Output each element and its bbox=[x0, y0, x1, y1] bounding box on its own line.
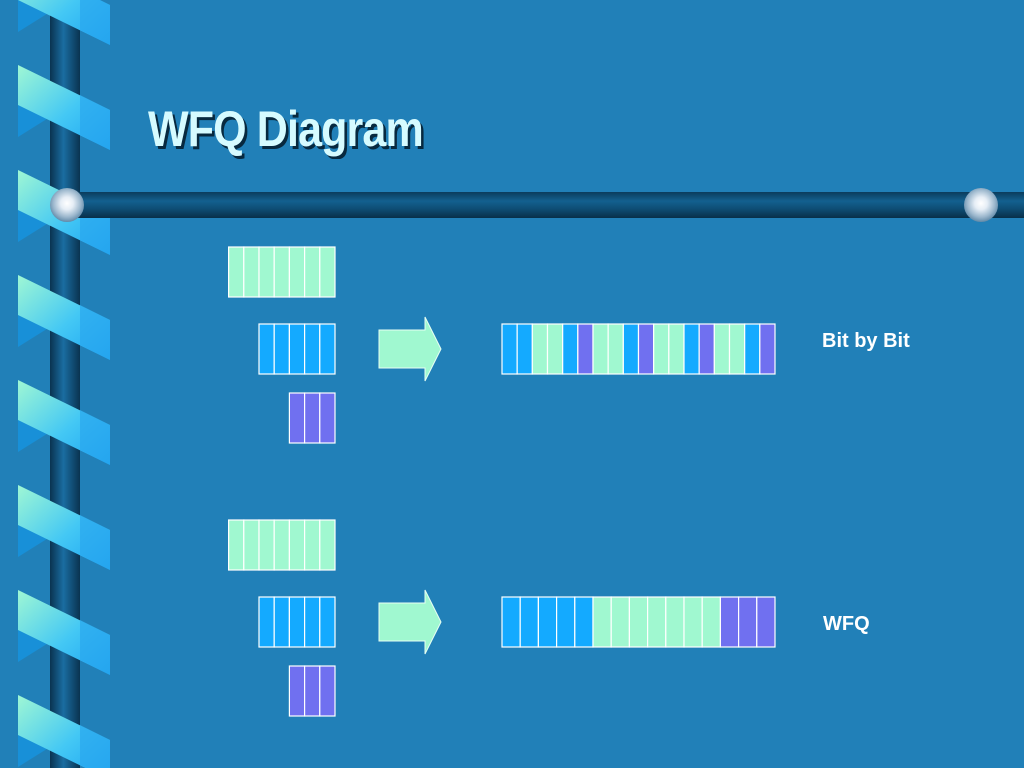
output-bit-cell bbox=[592, 323, 609, 375]
output-bit-cell bbox=[562, 323, 579, 375]
output-bit-cell bbox=[683, 596, 703, 648]
bit-cell bbox=[304, 392, 321, 444]
output-bit-cell bbox=[719, 596, 740, 648]
output-bit-cell bbox=[713, 323, 731, 375]
output-bit-cell bbox=[728, 323, 746, 375]
bit-by-bit-flow-purple-packet bbox=[288, 392, 336, 444]
bit-cell bbox=[273, 596, 291, 648]
output-bit-cell bbox=[668, 323, 685, 375]
bit-cell bbox=[288, 392, 306, 444]
bit-by-bit-flow-blue-packet bbox=[258, 323, 336, 375]
bit-cell bbox=[258, 519, 275, 571]
bit-cell bbox=[288, 665, 306, 717]
bit-cell bbox=[319, 246, 336, 298]
output-bit-cell bbox=[501, 323, 518, 375]
bit-cell bbox=[319, 519, 336, 571]
output-bit-cell bbox=[516, 323, 533, 375]
output-bit-cell bbox=[698, 323, 715, 375]
output-bit-cell bbox=[637, 323, 655, 375]
output-bit-cell bbox=[537, 596, 558, 648]
output-bit-cell bbox=[665, 596, 685, 648]
output-bit-cell bbox=[577, 323, 594, 375]
output-bit-cell bbox=[592, 596, 612, 648]
rule-bar-left-knob bbox=[50, 188, 84, 222]
bit-cell bbox=[288, 596, 306, 648]
bit-cell bbox=[304, 246, 321, 298]
spiral-ribbon-front bbox=[18, 0, 110, 768]
output-bit-cell bbox=[501, 596, 521, 648]
output-bit-cell bbox=[683, 323, 700, 375]
rule-bar-right-knob bbox=[964, 188, 998, 222]
bit-by-bit-flow-green-packet bbox=[228, 246, 336, 298]
bit-cell bbox=[243, 519, 260, 571]
output-bit-cell bbox=[574, 596, 594, 648]
title-rule-bar bbox=[60, 192, 1024, 218]
bit-cell bbox=[273, 323, 291, 375]
bit-cell bbox=[304, 519, 321, 571]
output-bit-cell bbox=[622, 323, 640, 375]
bit-by-bit-label: Bit by Bit bbox=[822, 330, 910, 352]
bit-cell bbox=[304, 596, 321, 648]
bit-cell bbox=[273, 246, 291, 298]
bit-cell bbox=[304, 665, 321, 717]
output-bit-cell bbox=[555, 596, 576, 648]
bit-cell bbox=[319, 596, 336, 648]
bit-cell bbox=[273, 519, 291, 571]
output-bit-cell bbox=[519, 596, 540, 648]
bit-cell bbox=[288, 323, 306, 375]
output-bit-cell bbox=[607, 323, 624, 375]
output-bit-cell bbox=[531, 323, 549, 375]
wfq-label: WFQ bbox=[823, 613, 870, 635]
output-bit-cell bbox=[737, 596, 758, 648]
bit-cell bbox=[243, 246, 260, 298]
output-bit-cell bbox=[653, 323, 670, 375]
output-bit-cell bbox=[628, 596, 649, 648]
bit-cell bbox=[228, 519, 245, 571]
output-bit-cell bbox=[759, 323, 776, 375]
slide-title: WFQ Diagram bbox=[148, 101, 424, 157]
output-bit-cell bbox=[646, 596, 667, 648]
wfq-flow-green-packet bbox=[228, 519, 336, 571]
bit-cell bbox=[319, 665, 336, 717]
output-bit-cell bbox=[756, 596, 776, 648]
output-bit-cell bbox=[546, 323, 564, 375]
wfq-output-queue bbox=[501, 596, 776, 648]
wfq-flow-blue-packet bbox=[258, 596, 336, 648]
output-bit-cell bbox=[610, 596, 631, 648]
bit-cell bbox=[258, 246, 275, 298]
output-bit-cell bbox=[701, 596, 722, 648]
bit-cell bbox=[319, 392, 336, 444]
bit-cell bbox=[288, 246, 306, 298]
bit-cell bbox=[258, 596, 275, 648]
bit-cell bbox=[228, 246, 245, 298]
bit-cell bbox=[288, 519, 306, 571]
wfq-flow-purple-packet bbox=[288, 665, 336, 717]
bit-cell bbox=[258, 323, 275, 375]
bit-cell bbox=[319, 323, 336, 375]
bit-by-bit-right-arrow bbox=[378, 316, 442, 382]
bit-cell bbox=[304, 323, 321, 375]
output-bit-cell bbox=[744, 323, 761, 375]
bit-by-bit-output-queue bbox=[501, 323, 776, 375]
wfq-right-arrow bbox=[378, 589, 442, 655]
